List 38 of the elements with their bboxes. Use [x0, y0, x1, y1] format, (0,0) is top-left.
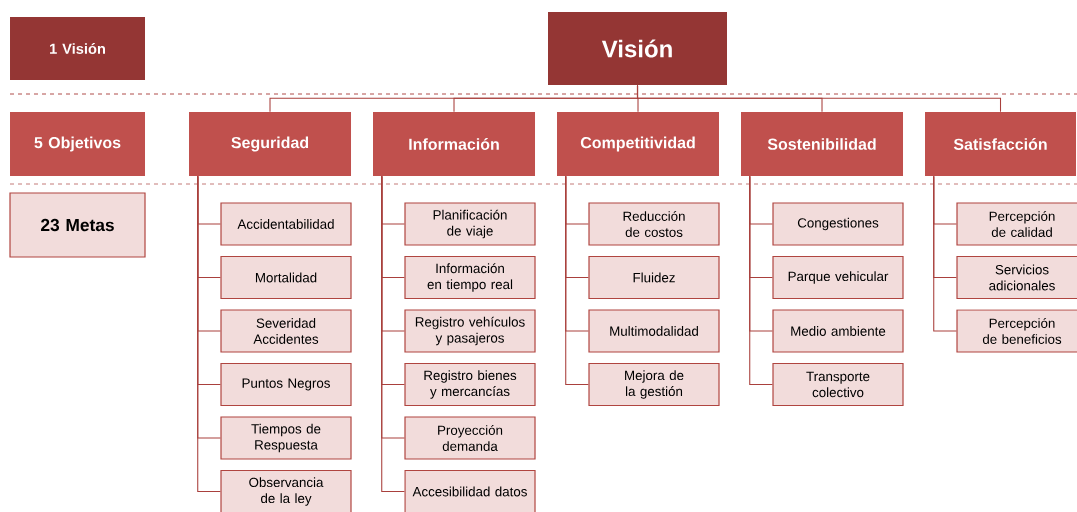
goal-box: Servicios adicionales [956, 255, 1077, 300]
connector [565, 175, 589, 386]
goal-box: Accesibilidad datos [404, 469, 536, 512]
goal-box: Medio ambiente [772, 309, 904, 353]
objective-box: Seguridad [189, 112, 351, 176]
goal-box: Reducción de costos [588, 202, 720, 246]
objective-box: Competitividad [557, 112, 719, 176]
goal-box: Información en tiempo real [404, 255, 536, 300]
connector [381, 175, 405, 493]
vision-box: Visión [548, 12, 727, 85]
objective-box: Satisfacción [925, 112, 1076, 176]
goal-box: Multimodalidad [588, 309, 720, 353]
goal-box: Puntos Negros [220, 362, 352, 407]
goal-box: Severidad Accidentes [220, 309, 352, 353]
level-box: 1 Visión [10, 17, 145, 80]
goal-box: Parque vehicular [772, 255, 904, 300]
connector [197, 175, 221, 493]
objective-box: Sostenibilidad [741, 112, 903, 176]
goal-box: Transporte colectivo [772, 362, 904, 407]
level-box: 5 Objetivos [10, 112, 145, 176]
goal-box: Mortalidad [220, 255, 352, 300]
goal-box: Registro bienes y mercancías [404, 362, 536, 407]
goal-box: Mejora de la gestión [588, 362, 720, 407]
goal-box: Percepción de beneficios [956, 309, 1077, 353]
objective-box: Información [373, 112, 535, 176]
goal-box: Registro vehículos y pasajeros [404, 309, 536, 353]
goal-box: Tiempos de Respuesta [220, 416, 352, 460]
goal-box: Percepción de calidad [956, 202, 1077, 246]
goal-box: Planificación de viaje [404, 202, 536, 246]
goal-box: Proyección demanda [404, 416, 536, 460]
goal-box: Accidentabilidad [220, 202, 352, 246]
goal-box: Observancia de la ley [220, 469, 352, 512]
connector [933, 175, 957, 332]
goal-box: Congestiones [772, 202, 904, 246]
level-box: 23 Metas [9, 192, 146, 258]
connector [749, 175, 773, 386]
goal-box: Fluidez [588, 255, 720, 300]
connector [636, 84, 1002, 113]
